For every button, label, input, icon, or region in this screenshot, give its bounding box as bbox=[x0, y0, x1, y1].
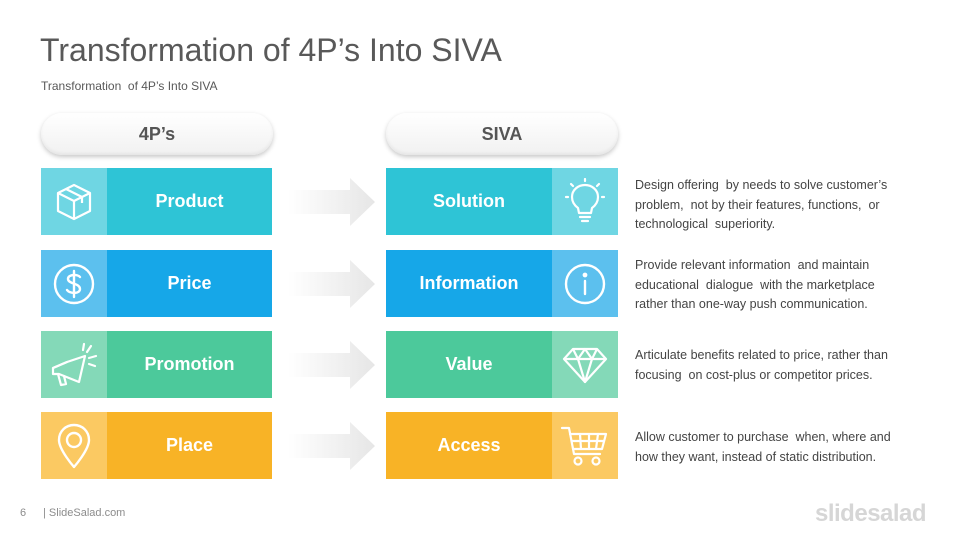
description-line: Allow customer to purchase when, where a… bbox=[635, 430, 891, 444]
p-label: Place bbox=[107, 412, 272, 479]
slide-title: Transformation of 4P’s Into SIVA bbox=[40, 32, 502, 68]
page-number: 6 bbox=[20, 507, 27, 519]
description-line: rather than one-way push communication. bbox=[635, 297, 868, 311]
info-icon bbox=[552, 250, 618, 317]
lightbulb-icon bbox=[552, 168, 618, 235]
description-line: problem, not by their features, function… bbox=[635, 197, 880, 212]
arrow-right-icon bbox=[288, 177, 376, 227]
description-text: Design offering by needs to solve custom… bbox=[635, 176, 925, 235]
description-line: Design offering by needs to solve custom… bbox=[635, 178, 888, 192]
siva-label: Value bbox=[386, 331, 552, 398]
description-line: focusing on cost-plus or competitor pric… bbox=[635, 367, 873, 382]
p-label: Price bbox=[107, 250, 272, 317]
p-label: Product bbox=[107, 168, 272, 235]
siva-label: Access bbox=[386, 412, 552, 479]
box-icon bbox=[41, 168, 107, 235]
description-text: Provide relevant information and maintai… bbox=[635, 256, 925, 315]
p-label: Promotion bbox=[107, 331, 272, 398]
transformation-row: Product Solution bbox=[0, 168, 960, 235]
footer-site: | SlideSalad.com bbox=[43, 507, 126, 519]
arrow-right-icon bbox=[288, 421, 376, 471]
dollar-icon bbox=[41, 250, 107, 317]
siva-label: Solution bbox=[386, 168, 552, 235]
description-line: Provide relevant information and maintai… bbox=[635, 258, 870, 272]
description-line: how they want, instead of static distrib… bbox=[635, 449, 877, 464]
transformation-row: Place Access bbox=[0, 412, 960, 479]
megaphone-icon bbox=[41, 331, 107, 398]
description-line: educational dialogue with the marketplac… bbox=[635, 277, 875, 292]
arrow-right-icon bbox=[288, 340, 376, 390]
diamond-icon bbox=[552, 331, 618, 398]
description-line: technological superiority. bbox=[635, 217, 776, 231]
siva-label: Information bbox=[386, 250, 552, 317]
description-line: Articulate benefits related to price, ra… bbox=[635, 348, 888, 362]
brand-logo: slidesalad bbox=[815, 500, 927, 527]
slide-subtitle: Transformation of 4P’s Into SIVA bbox=[41, 79, 218, 93]
transformation-row: Price Information bbox=[0, 250, 960, 317]
header-4ps: 4P’s bbox=[41, 113, 273, 155]
transformation-row: Promotion Value bbox=[0, 331, 960, 398]
shopping-cart-icon bbox=[552, 412, 618, 479]
description-text: Articulate benefits related to price, ra… bbox=[635, 346, 925, 385]
arrow-right-icon bbox=[288, 259, 376, 309]
header-siva: SIVA bbox=[386, 113, 618, 155]
description-text: Allow customer to purchase when, where a… bbox=[635, 428, 925, 467]
location-pin-icon bbox=[41, 412, 107, 479]
